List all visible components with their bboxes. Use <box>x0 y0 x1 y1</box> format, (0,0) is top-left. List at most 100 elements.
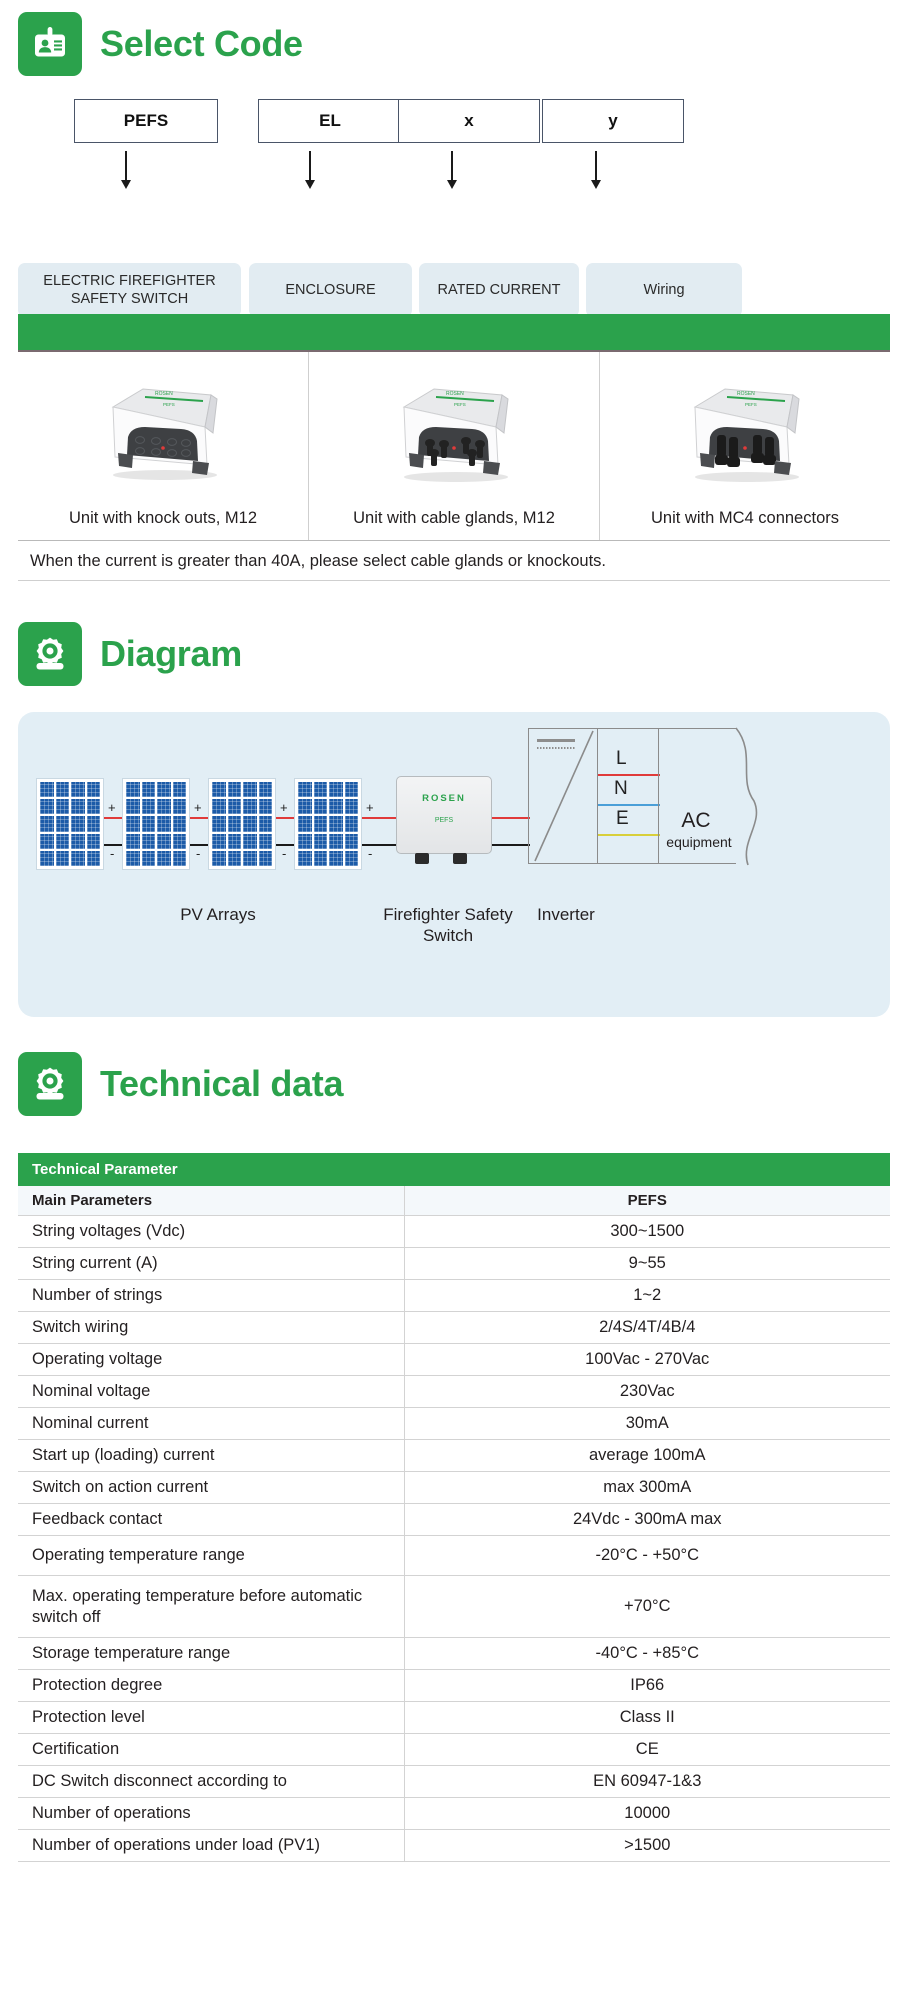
polarity-minus-2: - <box>196 846 201 861</box>
row-value: 30mA <box>403 1407 890 1440</box>
dc-positive-wire-1 <box>104 817 122 820</box>
row-value: -40°C - +85°C <box>403 1637 890 1671</box>
table-header-bar: Technical Parameter <box>18 1153 890 1186</box>
code-desc-4: Wiring <box>586 263 742 317</box>
gallery-item-1: ROSEN PEFS <box>18 352 308 497</box>
polarity-minus-1: - <box>110 846 115 861</box>
row-value: 100Vac - 270Vac <box>403 1343 890 1376</box>
ac-line-label-N: N <box>614 778 628 799</box>
row-param: Nominal current <box>18 1407 404 1440</box>
polarity-plus-1: + <box>108 800 116 815</box>
table-row: String current (A)9~55 <box>18 1247 890 1280</box>
polarity-plus-4: + <box>366 800 374 815</box>
diagram-label-firefighter-switch: Firefighter Safety Switch <box>383 905 513 946</box>
inverter-device <box>528 728 598 864</box>
pv-panel-3 <box>208 778 276 870</box>
gear-icon <box>18 622 82 686</box>
pefs-unit-mc4-image: ROSEN PEFS <box>693 387 800 482</box>
row-param: Protection level <box>18 1701 404 1735</box>
code-description-row: ELECTRIC FIREFIGHTER SAFETY SWITCH ENCLO… <box>18 263 890 319</box>
table-row: String voltages (Vdc)300~1500 <box>18 1215 890 1248</box>
row-value: 2/4S/4T/4B/4 <box>403 1311 890 1344</box>
pefs-unit-cable-glands-image: ROSEN PEFS <box>402 387 509 482</box>
table-column-header-row: Main Parameters PEFS <box>18 1186 890 1216</box>
arrow-group <box>18 151 890 191</box>
row-value: CE <box>403 1733 890 1767</box>
polarity-minus-3: - <box>282 846 287 861</box>
diagram-section-header: Diagram <box>18 622 242 686</box>
device-gland-2 <box>453 853 467 864</box>
device-model-label: PEFS <box>434 817 454 824</box>
row-param: Certification <box>18 1733 404 1767</box>
code-box-1: PEFS <box>74 99 218 143</box>
lne-terminal-block <box>598 728 660 864</box>
table-row: Storage temperature range-40°C - +85°C <box>18 1637 890 1671</box>
row-param: String current (A) <box>18 1247 404 1280</box>
dc-positive-wire-3 <box>276 817 294 820</box>
diagram-label-inverter: Inverter <box>537 905 595 924</box>
code-box-3: x <box>398 99 540 143</box>
select-code-section-header: Select Code <box>18 12 303 76</box>
row-value: -20°C - +50°C <box>403 1535 890 1576</box>
row-value: Class II <box>403 1701 890 1735</box>
pv-panel-4 <box>294 778 362 870</box>
inverter-display-bar <box>537 739 575 742</box>
green-divider-bar <box>18 314 890 352</box>
gallery-caption-1: Unit with knock outs, M12 <box>69 509 257 527</box>
svg-text:PEFS: PEFS <box>163 402 175 407</box>
row-param: Number of strings <box>18 1279 404 1312</box>
row-value: 24Vdc - 300mA max <box>403 1503 890 1536</box>
row-param: Operating voltage <box>18 1343 404 1376</box>
ac-equipment-block <box>658 728 736 864</box>
svg-text:PEFS: PEFS <box>745 402 757 407</box>
row-param: Nominal voltage <box>18 1375 404 1408</box>
row-param: Number of operations under load (PV1) <box>18 1829 404 1863</box>
dc-positive-wire-out <box>492 817 530 820</box>
dc-positive-wire-2 <box>190 817 208 820</box>
polarity-plus-2: + <box>194 800 202 815</box>
row-param: Switch on action current <box>18 1471 404 1504</box>
polarity-minus-4: - <box>368 846 373 861</box>
row-param: Number of operations <box>18 1797 404 1831</box>
arrow-down-icon-3 <box>447 151 456 189</box>
row-param: DC Switch disconnect according to <box>18 1765 404 1799</box>
row-value: 300~1500 <box>403 1215 890 1248</box>
dc-negative-wire-2 <box>190 844 208 847</box>
ac-line-wire-N <box>598 804 660 807</box>
row-param: Switch wiring <box>18 1311 404 1344</box>
row-value: 10000 <box>403 1797 890 1831</box>
ac-line-wire-E <box>598 834 660 837</box>
ac-equipment-torn-edge-icon <box>735 727 758 866</box>
row-value: +70°C <box>403 1575 890 1639</box>
gallery-caption-2: Unit with cable glands, M12 <box>308 497 599 540</box>
ac-equipment-label-line2: equipment <box>666 834 732 850</box>
gallery-captions-row: Unit with knock outs, M12 Unit with cabl… <box>18 497 890 541</box>
product-gallery: ROSEN PEFS ROSEN PEFS <box>18 352 890 497</box>
row-value: max 300mA <box>403 1471 890 1504</box>
page-title: Select Code <box>100 23 303 64</box>
gallery-item-2: ROSEN PEFS <box>308 352 599 497</box>
row-param: Start up (loading) current <box>18 1439 404 1472</box>
polarity-plus-3: + <box>280 800 288 815</box>
row-value: >1500 <box>403 1829 890 1863</box>
table-column-header-value: PEFS <box>403 1186 890 1216</box>
code-desc-3: RATED CURRENT <box>419 263 579 317</box>
gallery-item-3: ROSEN PEFS <box>599 352 890 497</box>
technical-data-table: Technical Parameter Main Parameters PEFS… <box>18 1153 890 1863</box>
arrow-down-icon-2 <box>305 151 314 189</box>
dc-negative-wire-4 <box>362 844 398 847</box>
gallery-caption-3: Unit with MC4 connectors <box>599 497 890 540</box>
row-param: Max. operating temperature before automa… <box>18 1575 404 1639</box>
pefs-unit-knockouts-image: ROSEN PEFS <box>111 387 218 480</box>
gear-icon <box>18 1052 82 1116</box>
ac-equipment-label-line1: AC <box>681 809 711 832</box>
row-param: String voltages (Vdc) <box>18 1215 404 1248</box>
table-row: Operating temperature range-20°C - +50°C <box>18 1535 890 1576</box>
